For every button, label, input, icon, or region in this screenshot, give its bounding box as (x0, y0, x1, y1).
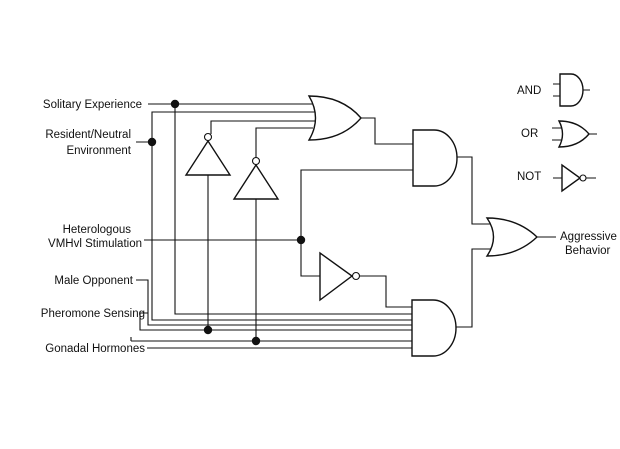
wires (130, 103, 556, 349)
legend: AND OR NOT (517, 73, 597, 193)
and-gate-1 (412, 129, 458, 187)
legend-not-gate-icon (561, 163, 582, 193)
legend-or-gate-icon (557, 120, 590, 148)
not-gate-c-bubble (351, 271, 361, 281)
or-gate-2 (485, 217, 539, 257)
input-label-vmhvl-stimulation: VMHvl Stimulation (48, 238, 142, 250)
wire-or1-to-and1 (361, 117, 413, 145)
wire-pheromone (139, 312, 412, 331)
input-label-male-opponent: Male Opponent (54, 275, 133, 287)
not-gate-a (184, 139, 232, 176)
junction-dot-not-a (203, 325, 213, 335)
input-label-pheromone-sensing: Pheromone Sensing (41, 308, 145, 320)
wire-not-a-out-to-or1 (210, 120, 317, 134)
input-label-resident-neutral: Resident/Neutral (45, 129, 131, 141)
not-gate-b (232, 163, 280, 200)
legend-not-bubble (579, 174, 587, 182)
legend-or-label: OR (521, 128, 538, 140)
wire-and2-to-or2 (453, 248, 492, 328)
wire-resident-branch-down (151, 142, 412, 321)
junction-dot-resident (147, 137, 157, 147)
junction-dot-solitary (170, 99, 180, 109)
wire-not-c-to-and2 (360, 275, 412, 308)
and-gate-2 (411, 299, 457, 357)
wire-not-b-out-to-or1 (255, 127, 313, 158)
wire-vmhvl-to-and1 (300, 169, 413, 240)
legend-not-label: NOT (517, 171, 541, 183)
wire-resident-to-or1 (136, 111, 316, 143)
not-gate-c (319, 251, 354, 302)
wire-male-opponent (136, 279, 412, 326)
or-gate-1 (307, 95, 362, 141)
not-gate-b-bubble (251, 156, 261, 166)
legend-and-label: AND (517, 85, 541, 97)
input-label-gonadal-hormones: Gonadal Hormones (45, 343, 145, 355)
input-label-environment: Environment (66, 145, 131, 157)
input-label-solitary-experience: Solitary Experience (43, 99, 142, 111)
wire-vmhvl-to-not-c (300, 240, 320, 277)
wire-solitary-branch-down (174, 104, 412, 315)
legend-or-leads (552, 127, 597, 141)
junction-dot-not-b (251, 336, 261, 346)
legend-and-gate-icon (559, 73, 584, 107)
legend-and-leads (553, 83, 590, 97)
junction-dot-vmhvl (296, 235, 306, 245)
output-label-behavior: Behavior (565, 245, 611, 257)
input-label-heterologous: Heterologous (63, 224, 132, 236)
output-label-aggressive: Aggressive (560, 231, 617, 243)
wire-and1-to-or2 (453, 156, 492, 225)
not-gate-a-bubble (203, 132, 213, 142)
